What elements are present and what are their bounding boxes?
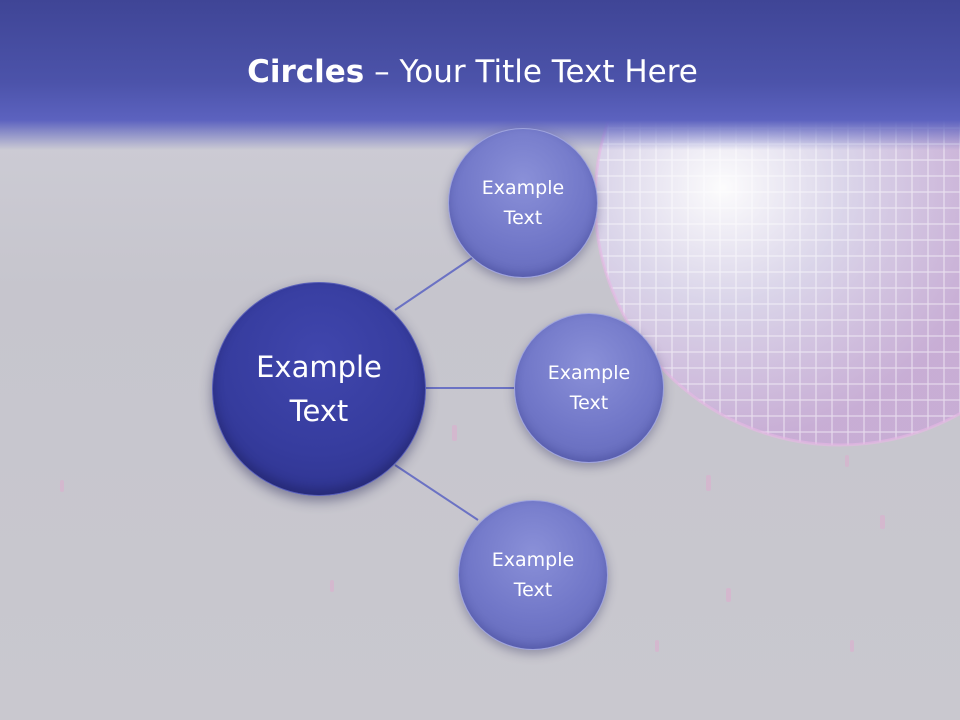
title-bar <box>0 0 960 150</box>
satellite-circle-top[interactable]: Example Text <box>448 128 598 278</box>
satellite-middle-line2: Text <box>569 392 609 414</box>
center-circle-line2: Text <box>289 394 349 428</box>
satellite-bottom-line1: Example <box>491 549 575 571</box>
slide-title: Circles – Your Title Text Here <box>0 54 945 90</box>
satellite-bottom-line2: Text <box>513 579 553 601</box>
satellite-top-line1: Example <box>481 177 565 199</box>
center-circle-line1: Example <box>256 350 382 384</box>
satellite-circle-middle[interactable]: Example Text <box>514 313 664 463</box>
light-sparkles <box>60 425 885 652</box>
connector-top <box>394 257 473 311</box>
satellite-top-line2: Text <box>503 207 543 229</box>
satellite-circle-bottom[interactable]: Example Text <box>458 500 608 650</box>
title-bold: Circles <box>247 54 365 90</box>
satellite-middle-line1: Example <box>547 362 631 384</box>
center-circle[interactable]: Example Text <box>212 282 426 496</box>
connector-bottom <box>394 464 479 521</box>
title-rest: – Your Title Text Here <box>364 54 698 90</box>
